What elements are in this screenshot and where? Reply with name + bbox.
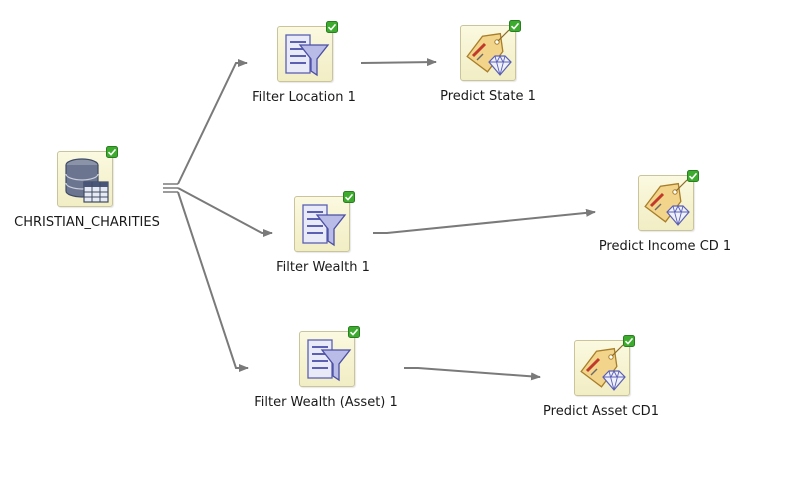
node-label: Filter Wealth 1 xyxy=(276,260,370,275)
filter-icon xyxy=(285,34,330,77)
node-label: CHRISTIAN_CHARITIES xyxy=(14,215,160,230)
success-check-icon xyxy=(687,170,699,182)
node-label: Filter Location 1 xyxy=(252,90,356,105)
apply-model-tag-icon xyxy=(580,344,626,391)
node-label: Predict Asset CD1 xyxy=(543,404,659,419)
success-check-icon xyxy=(343,191,355,203)
edge-filter-wealth-asset-to-predict-asset[interactable] xyxy=(404,367,541,381)
edge-filter-wealth-to-predict-income[interactable] xyxy=(373,208,596,234)
node-label: Filter Wealth (Asset) 1 xyxy=(254,395,398,410)
edge-source-to-filter-location[interactable] xyxy=(177,59,248,185)
edge-source-to-filter-wealth[interactable] xyxy=(177,187,273,237)
apply-model-tag-icon xyxy=(644,179,690,226)
apply-model-tag-icon xyxy=(466,29,512,76)
edge-filter-location-to-predict-state[interactable] xyxy=(360,58,437,67)
success-check-icon xyxy=(623,335,635,347)
success-check-icon xyxy=(348,326,360,338)
success-check-icon xyxy=(106,146,118,158)
filter-icon xyxy=(302,204,347,247)
success-check-icon xyxy=(326,21,338,33)
database-table-icon xyxy=(65,158,109,203)
node-label: Predict State 1 xyxy=(440,89,536,104)
edge-source-to-filter-wealth-asset[interactable] xyxy=(177,191,249,372)
filter-icon xyxy=(307,339,352,382)
success-check-icon xyxy=(509,20,521,32)
source-output-stub xyxy=(163,183,178,193)
node-label: Predict Income CD 1 xyxy=(598,239,732,254)
